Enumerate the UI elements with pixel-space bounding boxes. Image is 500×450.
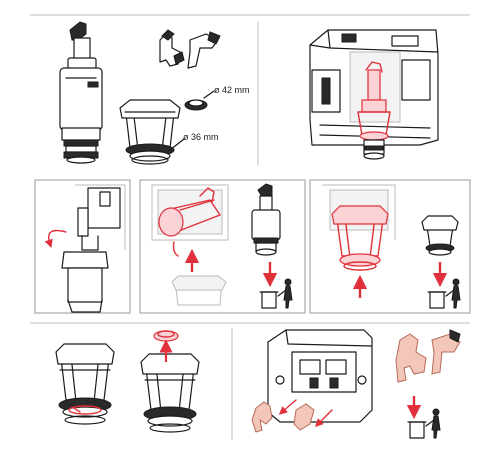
rotate-arrow-icon <box>44 229 67 248</box>
leader-36 <box>169 138 185 151</box>
removed-clip-left <box>251 401 273 433</box>
new-seal-ring-part <box>153 330 179 342</box>
frame-step-2 <box>139 179 306 314</box>
removed-cage-part <box>421 215 459 256</box>
clip-part-right <box>187 31 221 69</box>
seal-ring-part <box>184 99 208 111</box>
panel-parts-overview: ø 42 mm ø 36 mm <box>59 21 250 165</box>
clips-pair-highlight <box>395 329 461 383</box>
cage-part <box>119 99 181 165</box>
frame-step-1 <box>34 179 131 314</box>
cistern-valve-highlight <box>357 61 391 141</box>
step-lift-valve <box>151 184 229 306</box>
clip-part-left <box>159 29 185 67</box>
diameter-36-label: ø 36 mm <box>183 132 219 142</box>
removed-valve-part <box>251 183 281 256</box>
flush-valve-part <box>59 21 103 164</box>
person-trash-icon-3 <box>407 408 441 439</box>
diameter-42-label: ø 42 mm <box>214 85 250 95</box>
cage-seal-before <box>55 343 115 425</box>
leader-42 <box>203 90 215 99</box>
frame-step-3 <box>309 179 471 314</box>
mounting-frame-part <box>267 329 373 423</box>
remove-clip-arrow-left-icon <box>278 399 297 415</box>
panel-cistern <box>309 29 439 160</box>
removed-clip-right <box>293 403 315 431</box>
remove-clip-arrow-right-icon <box>315 409 333 427</box>
step-lift-cage <box>322 184 396 298</box>
person-trash-icon-2 <box>427 278 461 309</box>
cage-seal-after <box>140 330 200 433</box>
step-twist-valve <box>44 184 126 313</box>
person-trash-icon <box>259 278 293 309</box>
